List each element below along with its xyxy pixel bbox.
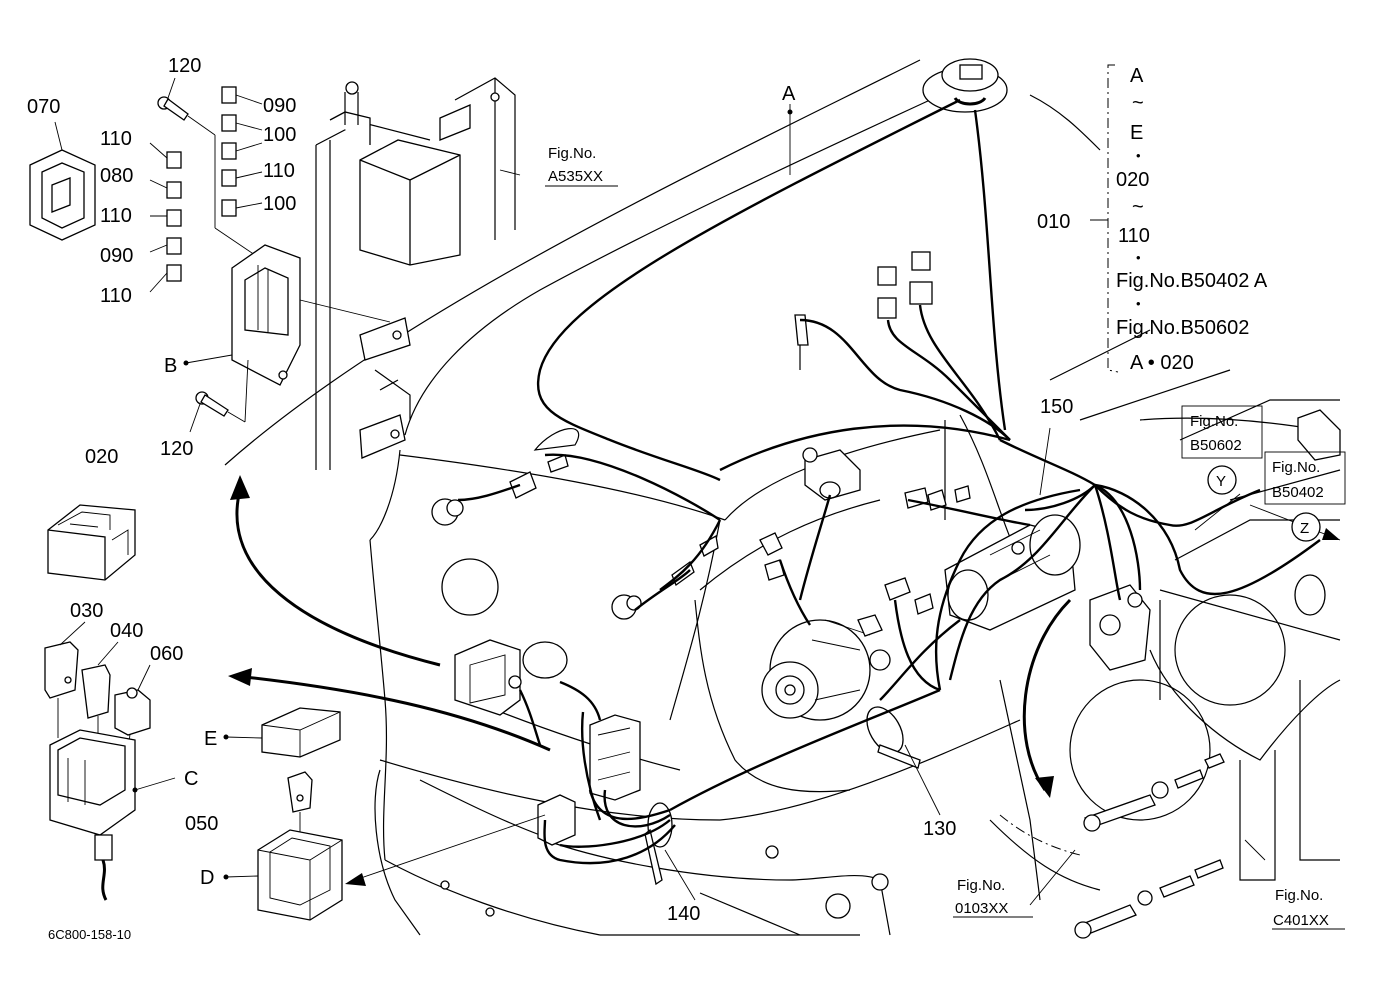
note-line-10: • [1136,296,1141,311]
note-line-7: 110 [1118,225,1150,247]
right-chassis [989,399,1341,901]
fig-0103-line2: 0103XX [955,900,1008,917]
fig-a535-line2: A535XX [548,168,603,185]
callout-150: 150 [1040,396,1073,418]
fig-c401-line1: Fig.No. [1275,887,1323,904]
part-040-terminal [81,664,111,719]
note-line-5: 020 [1116,169,1149,191]
callout-100-right-a: 100 [263,124,296,146]
callout-040: 040 [110,620,143,642]
tensioner-bracket [1089,574,1326,671]
note-line-3: E [1130,122,1143,144]
marker-D: D [200,867,214,889]
callout-130: 130 [923,818,956,840]
marker-Y: Y [1216,473,1226,490]
callout-020: 020 [85,446,118,468]
fuse-set-left [149,142,182,293]
note-line-1: A [1130,65,1144,87]
fig-c401-line2: C401XX [1273,912,1329,929]
fig-a535-line1: Fig.No. [548,145,596,162]
note-line-4: • [1136,148,1141,163]
callout-120-bottom: 120 [160,438,193,460]
fig-b50402-line2: B50402 [1272,484,1324,501]
fuse-box-B [231,244,301,386]
part-030-terminal [44,641,79,699]
callout-100-right-b: 100 [263,193,296,215]
fuse-set-right [221,86,263,217]
callout-050: 050 [185,813,218,835]
note-line-12: A • 020 [1130,352,1194,374]
callout-090-left: 090 [100,245,133,267]
cable-tie-130 [866,706,921,769]
note-line-8: • [1136,250,1141,265]
marker-Z: Z [1300,520,1309,537]
rear-housing [454,639,568,716]
callout-030: 030 [70,600,103,622]
callout-010: 010 [1037,211,1070,233]
rear-bracket [315,77,516,470]
callout-110-left-c: 110 [100,285,132,307]
fig-b50402-line1: Fig.No. [1272,459,1320,476]
drawing-code: 6C800-158-10 [48,927,131,942]
marker-A: A [782,83,796,105]
note-line-6: ~ [1132,196,1144,218]
callout-080: 080 [100,165,133,187]
callout-090-right: 090 [263,95,296,117]
bolt-set [1074,753,1225,939]
callout-110-left-a: 110 [100,128,132,150]
marker-C: C [184,768,198,790]
callout-110-left-b: 110 [100,205,132,227]
lower-frame [374,769,891,936]
alternator [761,614,891,721]
connector-housing-C [49,729,136,901]
part-E-block [261,707,341,758]
fig-b50602-line2: B50602 [1190,437,1242,454]
callout-140: 140 [667,903,700,925]
fig-0103-line1: Fig.No. [957,877,1005,894]
stop-solenoid [759,447,971,615]
callout-110-right: 110 [263,160,295,182]
beacon-lamp [922,58,1008,113]
part-050-terminal [287,771,313,813]
part-120-screw-bottom [195,391,229,417]
part-120-screw-top [157,96,189,121]
assembly-arrows [228,475,1341,886]
relay-holder-D [257,829,343,921]
callout-120-top: 120 [168,55,201,77]
note-line-2: ~ [1132,92,1144,114]
relay-pack [537,714,641,846]
relays-top [794,251,933,370]
part-060-plug [114,687,151,736]
wiring-harness [457,98,1321,865]
callout-060: 060 [150,643,183,665]
fig-b50602-line1: Fig.No. [1190,413,1238,430]
headlamps [431,428,719,620]
part-070-cover [29,149,96,241]
part-020-relay-box [47,504,136,581]
note-line-11: Fig.No.B50602 [1116,317,1249,339]
marker-B: B [164,355,177,377]
callout-070: 070 [27,96,60,118]
note-line-9: Fig.No.B50402 A [1116,270,1268,292]
marker-E: E [204,728,217,750]
